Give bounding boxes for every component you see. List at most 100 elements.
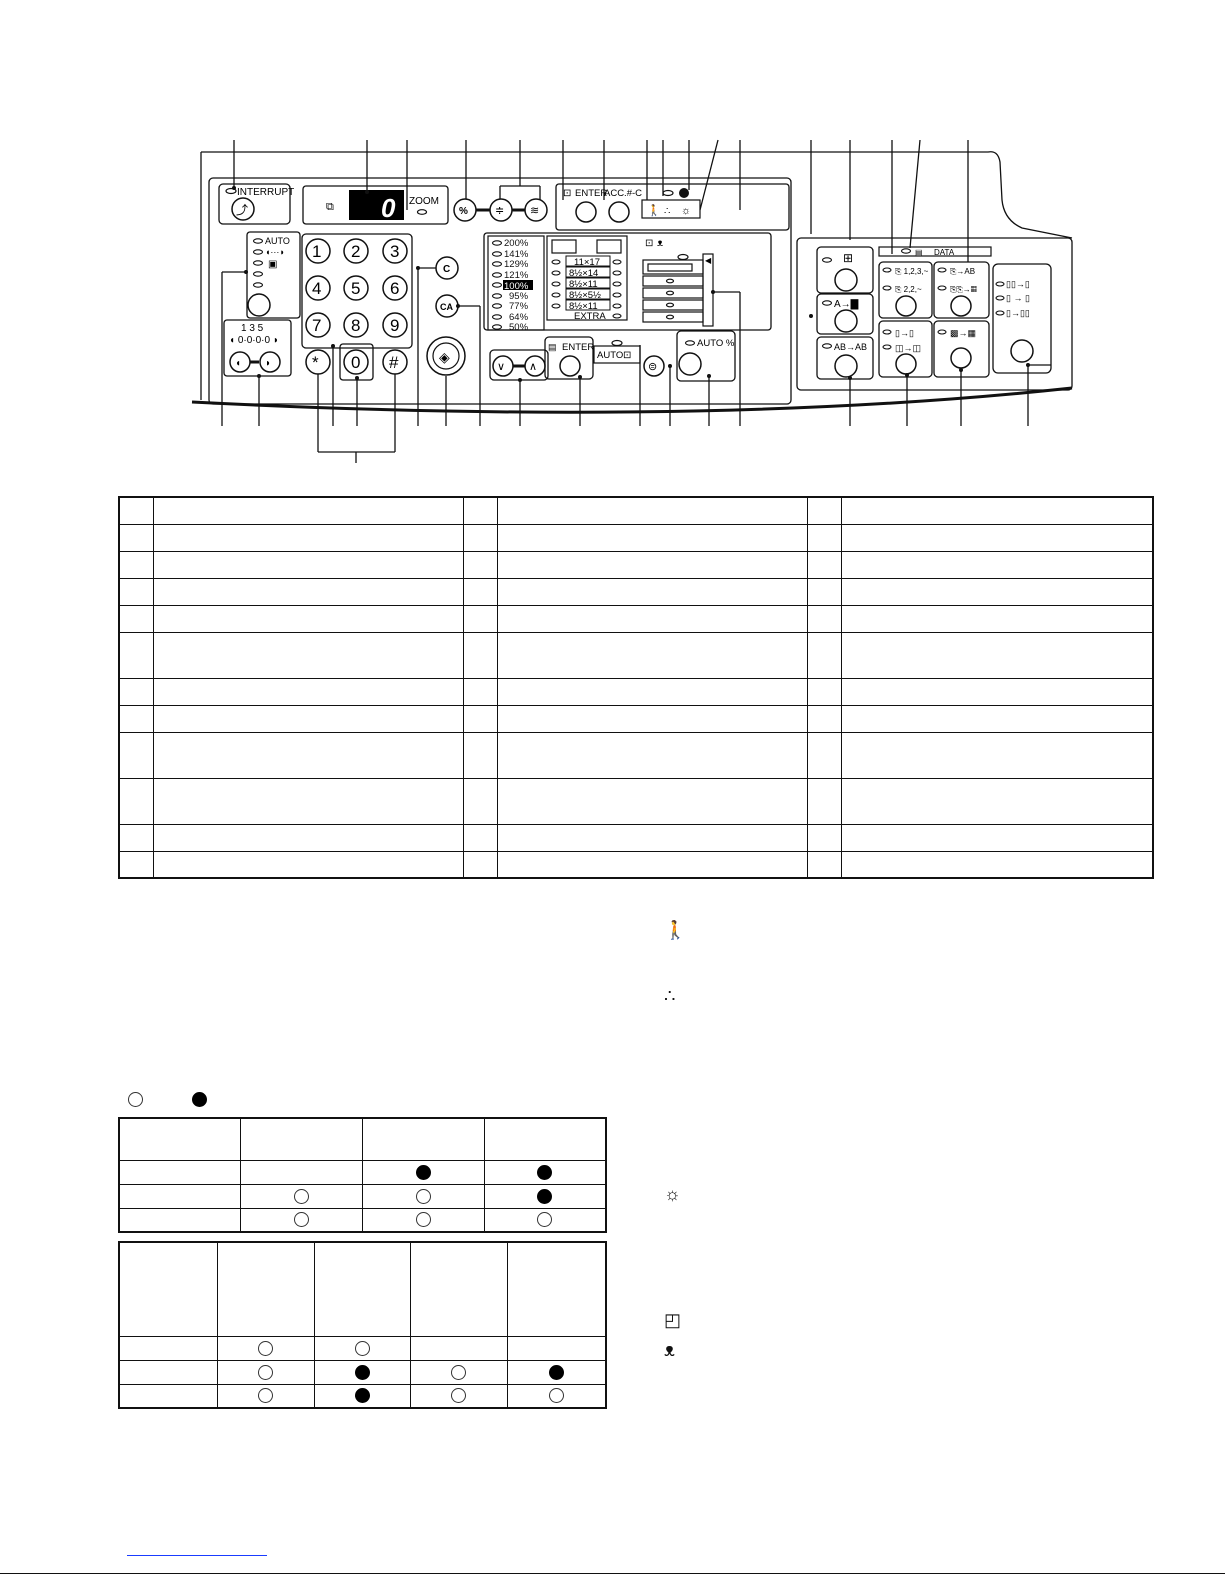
photo-mode-icon: ▩→▦ (950, 328, 976, 338)
start-icon: ◈ (439, 349, 450, 365)
auto-paper-label: AUTO (597, 350, 623, 361)
zoom-keys: % ≑ ≋ (453, 198, 548, 222)
paper-indicator-icon: ⊡ (645, 238, 653, 249)
margin-shift-key[interactable] (834, 268, 858, 292)
interrupt-icon: ⤴ (236, 202, 248, 217)
clear-all-key-label: CA (440, 302, 453, 312)
filled-circle-icon (192, 1092, 207, 1107)
darker-key[interactable] (259, 351, 281, 373)
key-1[interactable] (305, 238, 331, 264)
key-3-label: 3 (390, 242, 399, 261)
paper-size-extra: EXTRA (574, 311, 606, 322)
auto-exposure-label: AUTO (265, 236, 290, 246)
auto-paper-indicator (611, 339, 623, 347)
key-4-label: 4 (312, 279, 321, 298)
page-bottom-rule (0, 1573, 1225, 1574)
zoom-down-icon: ≑ (495, 205, 504, 217)
key-4[interactable] (305, 275, 331, 301)
key-operator-indicator-icon: ᴥ (657, 238, 663, 249)
maintenance-icon: ☼ (664, 1184, 681, 1204)
table-row (118, 1159, 607, 1185)
key-5[interactable] (343, 275, 369, 301)
filled-circle-icon (415, 1164, 431, 1180)
open-circle-icon (415, 1212, 431, 1228)
bottom-callout-lines (221, 267, 1051, 463)
duplex-key[interactable] (1010, 339, 1034, 363)
misfeed-icon: 🚶 (664, 920, 687, 940)
erase-icon: ▯→▯ (895, 328, 914, 338)
indicator-status-table-1 (118, 1117, 607, 1233)
maintenance-icon-row: ☼ (664, 1184, 681, 1205)
two-page-copy-key[interactable] (834, 354, 858, 378)
clear-key-label: C (443, 264, 450, 275)
table-row (118, 496, 1154, 525)
key-operator-icon-row: ᴥ (664, 1340, 675, 1361)
key-0[interactable] (343, 349, 369, 375)
open-circle-icon (293, 1212, 309, 1228)
paper-size-11x17: 11×17 (574, 257, 600, 268)
paper-select-key[interactable] (643, 355, 665, 377)
center-erase-icon: ◫→◫ (895, 343, 921, 353)
open-circle-icon (258, 1388, 273, 1404)
ratio-100: 100% (504, 281, 529, 292)
tray-status-stack (642, 253, 714, 327)
enter-key[interactable] (559, 355, 581, 377)
auto-percent-key[interactable] (678, 352, 702, 376)
interrupt-button[interactable] (231, 197, 255, 221)
interrupt-section: INTERRUPT ⤴ (218, 183, 294, 225)
table-row (118, 1241, 607, 1337)
table-row (118, 523, 1154, 552)
exposure-mode-key[interactable] (247, 293, 271, 317)
key-3[interactable] (382, 238, 408, 264)
key-1-label: 1 (312, 242, 321, 261)
display-section: ⧉ 0 ZOOM (302, 185, 449, 225)
two-in-one-icon: ⎘→AB (950, 267, 975, 276)
tray-enter-key[interactable] (575, 201, 597, 223)
key-6[interactable] (382, 275, 408, 301)
key-2[interactable] (343, 238, 369, 264)
toner-indicator-icon: ∴ (664, 206, 670, 217)
misfeed-indicator-icon: 🚶 (647, 204, 661, 217)
original-tray-icon (551, 239, 577, 254)
open-circle-icon (258, 1340, 273, 1356)
data-tray-icon: ▤ (915, 248, 923, 257)
table-row (118, 1335, 607, 1361)
key-5-label: 5 (351, 279, 360, 298)
percent-key-label: % (459, 206, 468, 217)
tray-enter-icon-2: ▤ (548, 342, 557, 352)
sort-icon: ⎘ 1,2,3,~ (895, 267, 929, 276)
open-circle-icon (537, 1212, 553, 1228)
paper-size-8half-11: 8½×11 (569, 279, 598, 290)
duplex-2-to-1-icon: ▯→▯▯ (1006, 308, 1030, 318)
edit-invert-key[interactable] (834, 309, 858, 333)
table-row (118, 704, 1154, 733)
acc-clear-key[interactable] (608, 201, 630, 223)
key-operator-icon: ᴥ (664, 1340, 675, 1360)
key-9[interactable] (382, 312, 408, 338)
photo-exposure-icon: ▣ (268, 259, 277, 270)
filled-circle-icon (537, 1188, 553, 1204)
tray-arrow-icons: ◀ (705, 256, 712, 265)
key-0-label: 0 (351, 353, 360, 372)
enter-acc-label: ENTER (575, 188, 607, 199)
maintenance-indicator-icon: ☼ (681, 205, 691, 217)
interrupt-label: INTERRUPT (237, 187, 294, 198)
page-link-underline (127, 1555, 267, 1556)
manual-exposure-icon: ◖···◗ (265, 247, 285, 257)
sort-group-key[interactable] (895, 295, 917, 317)
table-row (118, 731, 1154, 779)
zoom-up-key[interactable] (524, 198, 548, 222)
photo-key[interactable] (950, 347, 972, 369)
key-7[interactable] (305, 312, 331, 338)
lower-keys: ∨ ∧ ▤ ENTER AUTO ⊡ ⊜ AUTO % (489, 330, 736, 382)
ratio-77: 77% (509, 301, 529, 312)
open-circle-icon (128, 1092, 143, 1107)
ratio-129: 129% (504, 259, 529, 270)
function-section: ⊞ A→▇ AB→AB ▤ DATA ⎘ 1,2,3,~ ⎘ 2,2,~ ⎘→A… (816, 246, 1052, 380)
multi-shot-key[interactable] (950, 295, 972, 317)
ratio-50: 50% (509, 322, 529, 333)
key-8[interactable] (343, 312, 369, 338)
auto-paper-icon: ⊡ (623, 350, 631, 361)
erase-key[interactable] (895, 353, 917, 375)
table-row (118, 677, 1154, 706)
